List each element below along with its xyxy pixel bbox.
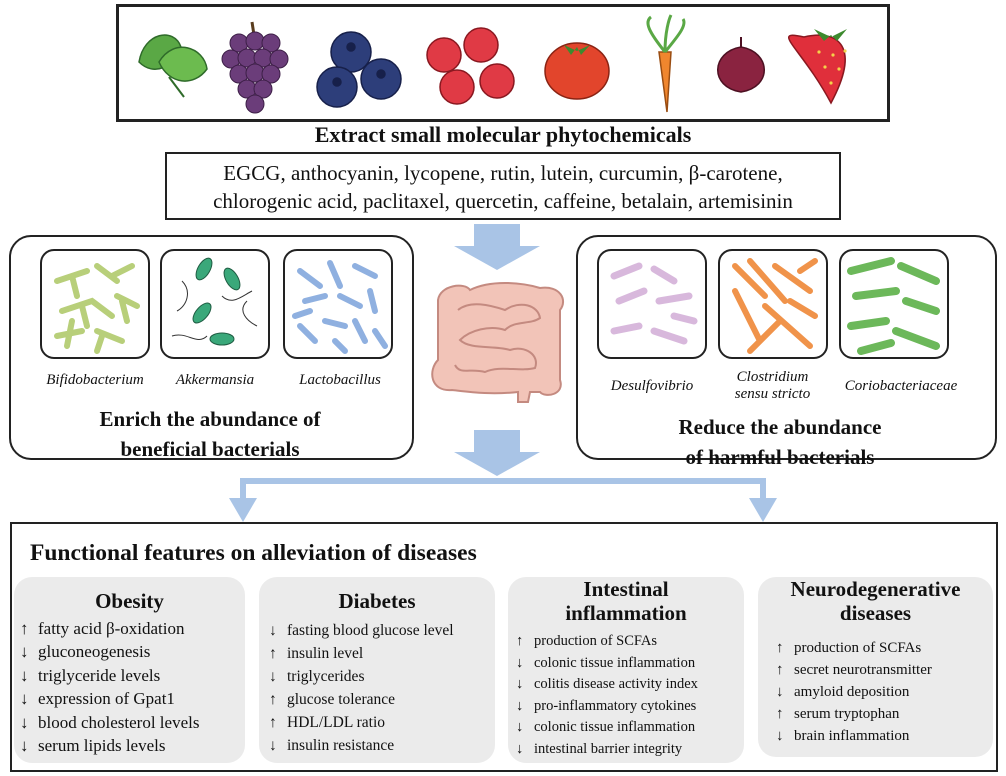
onion-icon <box>717 37 765 93</box>
lactobacillus-image <box>283 249 393 359</box>
beneficial-title-line-2: beneficial bacterials <box>120 437 300 461</box>
coriobacteriaceae-image <box>839 249 949 359</box>
strawberry-icon <box>788 29 847 105</box>
list-item: ↓intestinal barrier integrity <box>516 740 683 757</box>
list-item: ↓triglycerides <box>269 668 365 685</box>
bacteria-name-bifidobacterium: Bifidobacterium <box>46 372 144 388</box>
harmful-title-line-1: Reduce the abundance <box>678 415 882 439</box>
cranberry-icon <box>426 27 515 105</box>
bacteria-name-clostridium: Clostridium sensu stricto <box>715 369 830 403</box>
grape-icon <box>221 21 289 114</box>
chemicals-line-2: chlorogenic acid, paclitaxel, quercetin,… <box>213 189 793 213</box>
clostridium-line-2: sensu stricto <box>734 386 811 402</box>
list-item: ↑production of SCFAs <box>776 640 922 656</box>
card-items: ↑production of SCFAs ↑secret neurotransm… <box>776 637 932 747</box>
down-arrow-right <box>749 498 777 522</box>
list-item: ↓expression of Gpat1 <box>20 689 175 709</box>
card-items: ↑production of SCFAs ↓colonic tissue inf… <box>516 631 698 760</box>
list-item: ↓blood cholesterol levels <box>20 712 200 732</box>
harmful-title-line-2: of harmful bacterials <box>685 445 875 469</box>
list-item: ↑production of SCFAs <box>516 633 657 649</box>
card-title: Diabetes <box>338 589 416 613</box>
tomato-icon <box>544 42 610 100</box>
beneficial-panel-title: Enrich the abundance of beneficial bacte… <box>40 404 380 464</box>
card-title: Obesity <box>95 589 164 613</box>
carrot-icon <box>646 14 686 113</box>
bifidobacterium-image <box>40 249 150 359</box>
list-item: ↓colonic tissue inflammation <box>516 719 696 735</box>
fruit-illustrations <box>138 14 847 114</box>
list-item: ↓colitis disease activity index <box>516 676 698 692</box>
list-item: ↓colonic tissue inflammation <box>516 654 696 671</box>
disease-card-obesity: Obesity ↑fatty acid β-oxidation ↓glucone… <box>14 577 245 763</box>
card-items: ↑fatty acid β-oxidation ↓gluconeogenesis… <box>20 617 199 757</box>
bacteria-name-coriobacteriaceae: Coriobacteriaceae <box>844 378 958 394</box>
list-item: ↑secret neurotransmitter <box>776 662 932 678</box>
down-arrow-top <box>454 224 540 270</box>
list-item: ↓fasting blood glucose level <box>269 622 454 639</box>
desulfovibrio-image <box>597 249 707 359</box>
distribution-bar <box>240 478 766 484</box>
list-item: ↓triglyceride levels <box>20 665 161 685</box>
intestine-icon <box>431 282 565 403</box>
list-item: ↑glucose tolerance <box>269 691 396 708</box>
clostridium-line-1: Clostridium <box>736 369 809 385</box>
chemicals-line-1: EGCG, anthocyanin, lycopene, rutin, lute… <box>223 161 783 185</box>
bacteria-name-desulfovibrio: Desulfovibrio <box>610 378 694 394</box>
card-title-line-2: inflammation <box>565 601 687 625</box>
card-title-line-1: Neurodegenerative <box>790 577 961 601</box>
beneficial-title-line-1: Enrich the abundance of <box>99 407 321 431</box>
akkermansia-image <box>160 249 270 359</box>
functional-features-title: Functional features on alleviation of di… <box>30 540 477 566</box>
list-item: ↓serum lipids levels <box>20 736 166 756</box>
disease-card-intestinal-inflammation: Intestinal inflammation ↑production of S… <box>508 577 744 763</box>
list-item: ↑HDL/LDL ratio <box>269 714 385 731</box>
list-item: ↓insulin resistance <box>269 737 395 754</box>
list-item: ↓pro-inflammatory cytokines <box>516 697 697 714</box>
harmful-panel-title: Reduce the abundance of harmful bacteria… <box>620 412 940 472</box>
card-title-line-1: Intestinal <box>583 577 669 601</box>
bacteria-name-lactobacillus: Lactobacillus <box>299 372 381 388</box>
card-title-line-2: diseases <box>839 601 912 625</box>
phytochemicals-list: EGCG, anthocyanin, lycopene, rutin, lute… <box>165 152 841 220</box>
tea-leaf-icon <box>138 34 208 98</box>
card-items: ↓fasting blood glucose level ↑insulin le… <box>269 619 454 757</box>
disease-card-neurodegenerative: Neurodegenerative diseases ↑production o… <box>758 577 993 757</box>
list-item: ↑serum tryptophan <box>776 706 900 722</box>
blueberry-icon <box>316 31 402 108</box>
down-arrow-bottom <box>454 430 540 476</box>
disease-card-diabetes: Diabetes ↓fasting blood glucose level ↑i… <box>259 577 495 763</box>
list-item: ↓brain inflammation <box>776 728 910 744</box>
clostridium-image <box>718 249 828 359</box>
extract-title: Extract small molecular phytochemicals <box>314 122 692 147</box>
list-item: ↓amyloid deposition <box>776 684 910 700</box>
list-item: ↑insulin level <box>269 645 364 662</box>
phytochemical-sources-panel <box>116 4 890 122</box>
down-arrow-left <box>229 498 257 522</box>
list-item: ↓gluconeogenesis <box>20 642 151 662</box>
bacteria-name-akkermansia: Akkermansia <box>175 372 255 388</box>
list-item: ↑fatty acid β-oxidation <box>20 619 185 638</box>
